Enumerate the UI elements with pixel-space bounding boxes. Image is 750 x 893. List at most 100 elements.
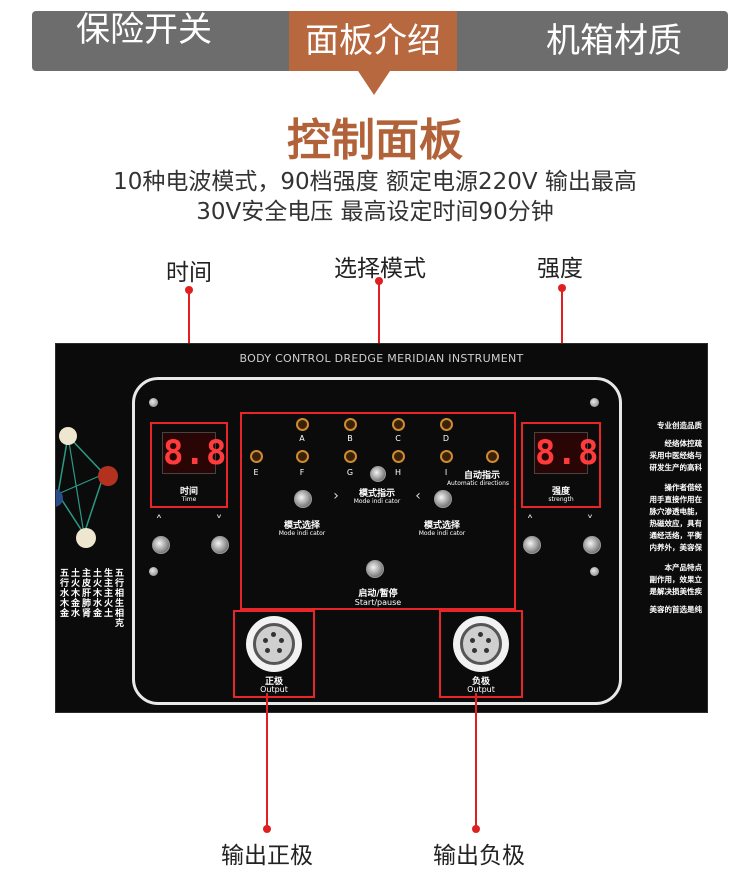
negative-label-cn: 负极 bbox=[471, 677, 490, 687]
negative-label-en: Output bbox=[467, 685, 495, 694]
mode-select-right-button[interactable] bbox=[434, 490, 452, 508]
screw-top-right bbox=[590, 398, 599, 407]
callout-positive-output: 输出正极 bbox=[221, 843, 313, 869]
callout-strength: 强度 bbox=[537, 256, 583, 282]
positive-label-cn: 正极 bbox=[264, 677, 283, 687]
mode-led-h bbox=[392, 450, 405, 463]
right-text-6: 脉穴渗透电能， bbox=[649, 507, 703, 516]
time-box: 8.8 时间 Time bbox=[150, 422, 228, 508]
right-info-text: 专业创造品质 经络体控疏 采用中医经络与 研发生产的高科 操作者借经 用手直接作… bbox=[618, 420, 703, 620]
left-col-5: 五行相生相克 bbox=[115, 569, 125, 629]
time-display: 8.8 bbox=[162, 432, 228, 474]
strength-down-icon: ˅ bbox=[586, 514, 594, 530]
control-panel: BODY CONTROL DREDGE MERIDIAN INSTRUMENT … bbox=[45, 343, 708, 713]
panel-frame bbox=[132, 377, 622, 705]
tab-insurance-switch[interactable]: 保险开关 bbox=[76, 10, 212, 50]
mode-letter-i: I bbox=[444, 468, 448, 477]
section-desc-line1: 10种电波模式，90档强度 额定电源220V 输出最高 bbox=[113, 169, 637, 195]
tab-panel-intro[interactable]: 面板介绍 bbox=[289, 11, 457, 71]
pin bbox=[277, 648, 282, 653]
left-vertical-text: 五行水木金 土火木金水 主皮肝肺肾 土火木水金 生主主火土 五行相生相克 bbox=[60, 569, 126, 639]
right-text-13: 美容的首选是纯 bbox=[649, 605, 703, 614]
mode-led-auto bbox=[486, 450, 499, 463]
mode-led-i bbox=[440, 450, 453, 463]
mode-left-arrow-icon: ‹ bbox=[415, 488, 421, 504]
active-tab-pointer bbox=[358, 71, 390, 95]
strength-label-en: strength bbox=[548, 496, 574, 503]
pin bbox=[484, 648, 489, 653]
mode-led-g bbox=[344, 450, 357, 463]
mode-right-arrow-icon: › bbox=[333, 488, 339, 504]
mode-letter-g: G bbox=[346, 468, 354, 477]
time-down-button[interactable] bbox=[211, 536, 229, 554]
strength-display: 8.8 bbox=[534, 432, 600, 474]
pin bbox=[478, 632, 483, 637]
tab-case-material[interactable]: 机箱材质 bbox=[546, 21, 682, 61]
left-col-3: 土火木水金 bbox=[93, 569, 103, 619]
mode-led-a bbox=[296, 418, 309, 431]
positive-output-box: 正极 Output bbox=[233, 610, 315, 698]
callout-time: 时间 bbox=[166, 260, 212, 286]
strength-box: 8.8 强度 strength bbox=[521, 422, 601, 508]
section-desc-line2: 30V安全电压 最高设定时间90分钟 bbox=[196, 199, 554, 225]
left-col-1: 土火木金水 bbox=[71, 569, 81, 619]
mode-letter-b: B bbox=[347, 434, 353, 443]
callout-negative-output: 输出负极 bbox=[433, 843, 525, 869]
start-pause-button[interactable] bbox=[366, 560, 384, 578]
mode-letter-h: H bbox=[394, 468, 401, 477]
time-down-icon: ˅ bbox=[215, 514, 223, 530]
negative-socket-inner bbox=[460, 623, 502, 665]
right-text-9: 内养外，美容保 bbox=[649, 543, 703, 552]
time-up-icon: ˄ bbox=[155, 514, 163, 530]
strength-down-button[interactable] bbox=[583, 536, 601, 554]
mode-select-left-cn: 模式选择 bbox=[283, 521, 320, 531]
right-text-0: 专业创造品质 bbox=[657, 421, 702, 430]
pin bbox=[271, 632, 276, 637]
pin bbox=[472, 648, 477, 653]
five-elements-diagram-svg bbox=[45, 427, 118, 548]
mode-led-e bbox=[250, 450, 263, 463]
mode-select-left-en: Mode indi cator bbox=[278, 530, 326, 537]
right-text-7: 热磁效应，具有 bbox=[649, 519, 703, 528]
time-up-button[interactable] bbox=[152, 536, 170, 554]
screw-mid-left bbox=[149, 567, 158, 576]
right-text-4: 操作者借经 bbox=[664, 483, 703, 492]
pin bbox=[265, 648, 270, 653]
mode-letter-f: F bbox=[299, 468, 305, 477]
right-text-8: 通经活络，平衡 bbox=[649, 531, 703, 540]
positive-socket-inner bbox=[253, 623, 295, 665]
strength-up-button[interactable] bbox=[523, 536, 541, 554]
mode-led-c bbox=[392, 418, 405, 431]
callout-positive-line bbox=[266, 693, 268, 827]
start-pause-en: Start/pause bbox=[354, 598, 402, 607]
screw-top-left bbox=[149, 398, 158, 407]
mode-led-f bbox=[296, 450, 309, 463]
positive-output-socket[interactable] bbox=[246, 616, 302, 672]
negative-output-socket[interactable] bbox=[453, 616, 509, 672]
right-text-11: 副作用，效果立 bbox=[649, 575, 703, 584]
mode-center-knob bbox=[370, 466, 386, 482]
pin bbox=[263, 638, 268, 643]
pin bbox=[470, 638, 475, 643]
time-label-cn: 时间 bbox=[179, 487, 198, 497]
right-text-5: 用手直接作用在 bbox=[649, 495, 703, 504]
negative-output-box: 负极 Output bbox=[439, 610, 523, 698]
left-col-4: 生主主火土 bbox=[104, 569, 114, 619]
pin bbox=[486, 638, 491, 643]
mode-select-left-button[interactable] bbox=[294, 490, 312, 508]
left-col-2: 主皮肝肺肾 bbox=[82, 569, 92, 619]
mode-letter-d: D bbox=[442, 434, 450, 443]
positive-label-en: Output bbox=[260, 685, 288, 694]
strength-label-cn: 强度 bbox=[551, 487, 570, 497]
mode-select-right-en: Mode indi cator bbox=[418, 530, 466, 537]
section-title: 控制面板 bbox=[287, 115, 463, 166]
right-text-10: 本产品特点 bbox=[664, 563, 703, 572]
right-text-12: 是解决损美性疾 bbox=[649, 587, 703, 596]
time-label-en: Time bbox=[181, 496, 197, 503]
panel-title: BODY CONTROL DREDGE MERIDIAN INSTRUMENT bbox=[239, 352, 524, 365]
mode-letter-c: C bbox=[395, 434, 401, 443]
screw-mid-right bbox=[590, 567, 599, 576]
strength-up-icon: ˄ bbox=[526, 514, 534, 530]
mode-led-b bbox=[344, 418, 357, 431]
mode-led-d bbox=[440, 418, 453, 431]
